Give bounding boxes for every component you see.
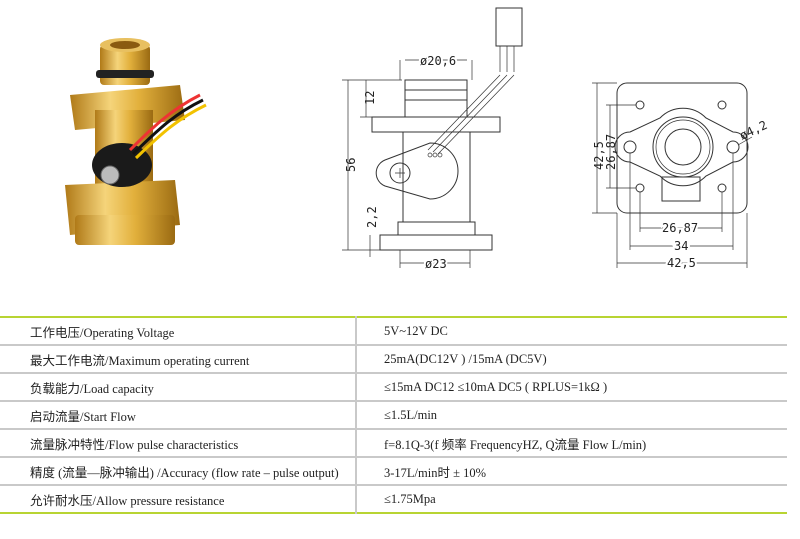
spec-value: f=8.1Q-3(f 频率 FrequencyHZ, Q流量 Flow L/mi…: [356, 429, 787, 458]
product-figures: 56 12 2,2 ø20,6 ø23 42,5 26,87 ø4,2 26,8…: [65, 7, 769, 273]
table-row: 精度 (流量—脉冲输出) /Accuracy (flow rate – puls…: [0, 457, 787, 486]
spec-label: 流量脉冲特性/Flow pulse characteristics: [0, 429, 357, 458]
front-view-drawing: 42,5 26,87 ø4,2 26,87 34 42,5: [592, 82, 769, 272]
dim-width-flange: 34: [674, 239, 688, 253]
dim-width-outer: 42,5: [667, 256, 696, 270]
spec-value: ≤15mA DC12 ≤10mA DC5 ( RPLUS=1kΩ ): [356, 373, 787, 402]
product-photo: [65, 38, 207, 245]
spec-label: 精度 (流量—脉冲输出) /Accuracy (flow rate – puls…: [0, 457, 357, 486]
spec-value: ≤1.5L/min: [356, 401, 787, 430]
spec-label: 负载能力/Load capacity: [0, 373, 357, 402]
spec-label: 工作电压/Operating Voltage: [0, 317, 357, 346]
spec-value: 3-17L/min时 ± 10%: [356, 457, 787, 486]
spec-label: 允许耐水压/Allow pressure resistance: [0, 485, 357, 513]
spec-label: 启动流量/Start Flow: [0, 401, 357, 430]
table-row: 启动流量/Start Flow≤1.5L/min: [0, 401, 787, 430]
dim-top-diameter: ø20,6: [420, 54, 456, 68]
dim-height-holes: 26,87: [604, 134, 618, 170]
dim-base-thickness: 2,2: [365, 206, 379, 228]
table-row: 负载能力/Load capacity≤15mA DC12 ≤10mA DC5 (…: [0, 373, 787, 402]
spec-label: 最大工作电流/Maximum operating current: [0, 345, 357, 374]
dim-hole-diameter: ø4,2: [737, 118, 769, 143]
table-row: 允许耐水压/Allow pressure resistance ≤1.75Mpa: [0, 485, 787, 513]
dim-height-outer: 42,5: [592, 141, 606, 170]
dim-top-height: 12: [363, 91, 377, 105]
side-view-drawing: 56 12 2,2 ø20,6 ø23: [342, 7, 523, 273]
spec-value: ≤1.75Mpa: [384, 491, 436, 506]
spec-value: 5V~12V DC: [356, 317, 787, 346]
dim-width-holes: 26,87: [662, 221, 698, 235]
dim-total-height: 56: [344, 158, 358, 172]
spec-value: 25mA(DC12V ) /15mA (DC5V): [356, 345, 787, 374]
dim-bottom-diameter: ø23: [425, 257, 447, 271]
